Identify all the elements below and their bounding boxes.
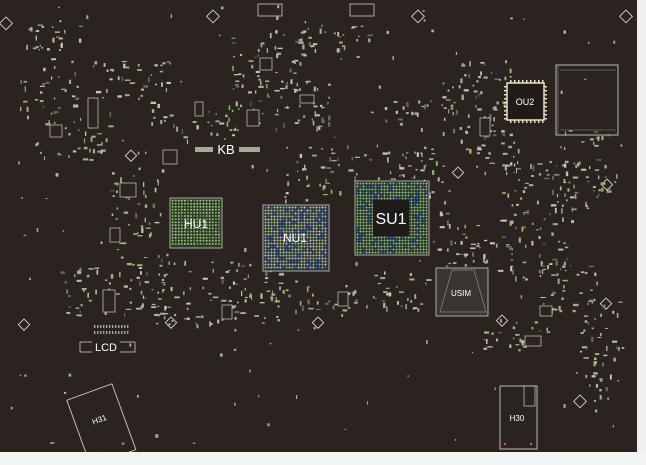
horizontal-scrollbar[interactable] (0, 452, 646, 465)
fiducial-marker (0, 16, 14, 31)
top-connector-right[interactable] (349, 3, 375, 17)
top-connector-left[interactable] (257, 3, 283, 17)
fiducial-marker (17, 318, 31, 331)
fiducial-marker (410, 9, 426, 24)
chip-su1[interactable]: SU1 (354, 180, 430, 256)
fiducial-marker (599, 297, 613, 310)
fiducial-marker (572, 394, 588, 409)
fiducial-marker (205, 9, 221, 24)
fiducial-marker (164, 316, 178, 329)
pcb-board-view[interactable]: HU1 NU1 SU1 OU2 KB USIM LC (0, 0, 637, 452)
hu1-ball-grid (171, 199, 220, 245)
chip-ou2[interactable]: OU2 (504, 80, 547, 123)
mount-h31[interactable]: H31 (66, 383, 137, 452)
lcd-label: LCD (95, 342, 117, 354)
ou2-label: OU2 (516, 97, 535, 107)
fiducial-markers (0, 9, 634, 409)
usim-label: USIM (451, 289, 471, 298)
fiducial-marker (618, 9, 634, 24)
fiducial-marker (600, 178, 614, 191)
h30-label: H30 (510, 414, 525, 423)
fiducial-marker (124, 149, 138, 162)
fiducial-marker (495, 314, 509, 327)
chip-nu1[interactable]: NU1 (262, 204, 330, 272)
nu1-label: NU1 (283, 231, 307, 245)
slot-usim[interactable]: USIM (435, 267, 489, 317)
smd-components (10, 5, 625, 444)
vertical-scrollbar[interactable] (637, 0, 646, 465)
mount-h30[interactable]: H30 (499, 385, 538, 450)
pcb-canvas[interactable]: HU1 NU1 SU1 OU2 KB USIM LC (0, 0, 637, 452)
connector-lcd[interactable]: LCD (79, 325, 136, 354)
connector-kb[interactable]: KB (195, 140, 260, 158)
nu1-ball-grid (264, 206, 327, 269)
lcd-pins (94, 325, 129, 334)
fiducial-marker (451, 166, 465, 179)
fiducial-marker (311, 316, 325, 329)
su1-label: SU1 (375, 211, 406, 228)
kb-label: KB (217, 142, 234, 157)
hu1-label: HU1 (184, 217, 208, 231)
ou2-pins (504, 80, 547, 123)
chip-hu1[interactable]: HU1 (169, 197, 223, 249)
connector-right-top[interactable] (555, 64, 619, 136)
